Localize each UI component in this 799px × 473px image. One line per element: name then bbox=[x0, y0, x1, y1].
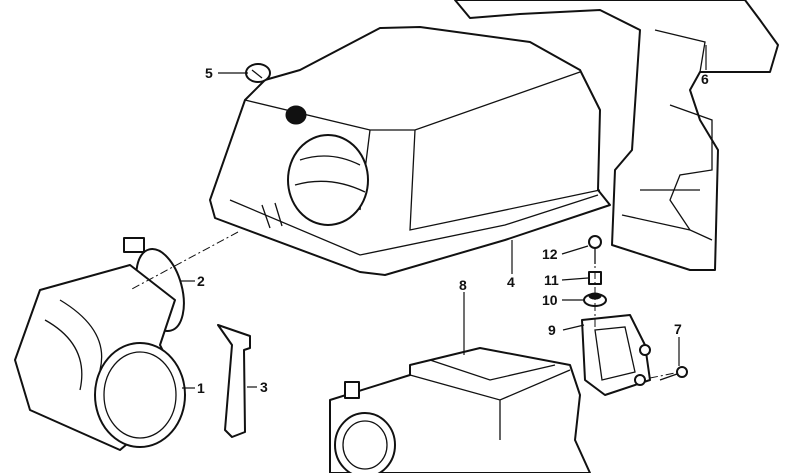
part-8-air-flow-meter bbox=[329, 347, 591, 473]
part-7-screw bbox=[659, 366, 688, 381]
callout-11: 11 bbox=[544, 272, 559, 288]
part-5-plug bbox=[245, 63, 271, 83]
part-1-intake-bellows bbox=[14, 264, 186, 451]
callout-9: 9 bbox=[548, 322, 556, 338]
callout-8: 8 bbox=[459, 277, 467, 293]
part-6-duct bbox=[454, 0, 779, 271]
callout-7: 7 bbox=[674, 321, 682, 337]
callout-6: 6 bbox=[701, 71, 709, 87]
callout-12: 12 bbox=[542, 246, 558, 262]
callout-3: 3 bbox=[260, 379, 268, 395]
part-3-strap bbox=[217, 324, 251, 438]
part-9-bracket bbox=[581, 314, 651, 396]
part-4-housing-cover bbox=[209, 26, 611, 276]
callout-5: 5 bbox=[205, 65, 213, 81]
callout-2: 2 bbox=[197, 273, 205, 289]
callout-4: 4 bbox=[507, 274, 515, 290]
callout-10: 10 bbox=[542, 292, 558, 308]
callout-1: 1 bbox=[197, 380, 205, 396]
